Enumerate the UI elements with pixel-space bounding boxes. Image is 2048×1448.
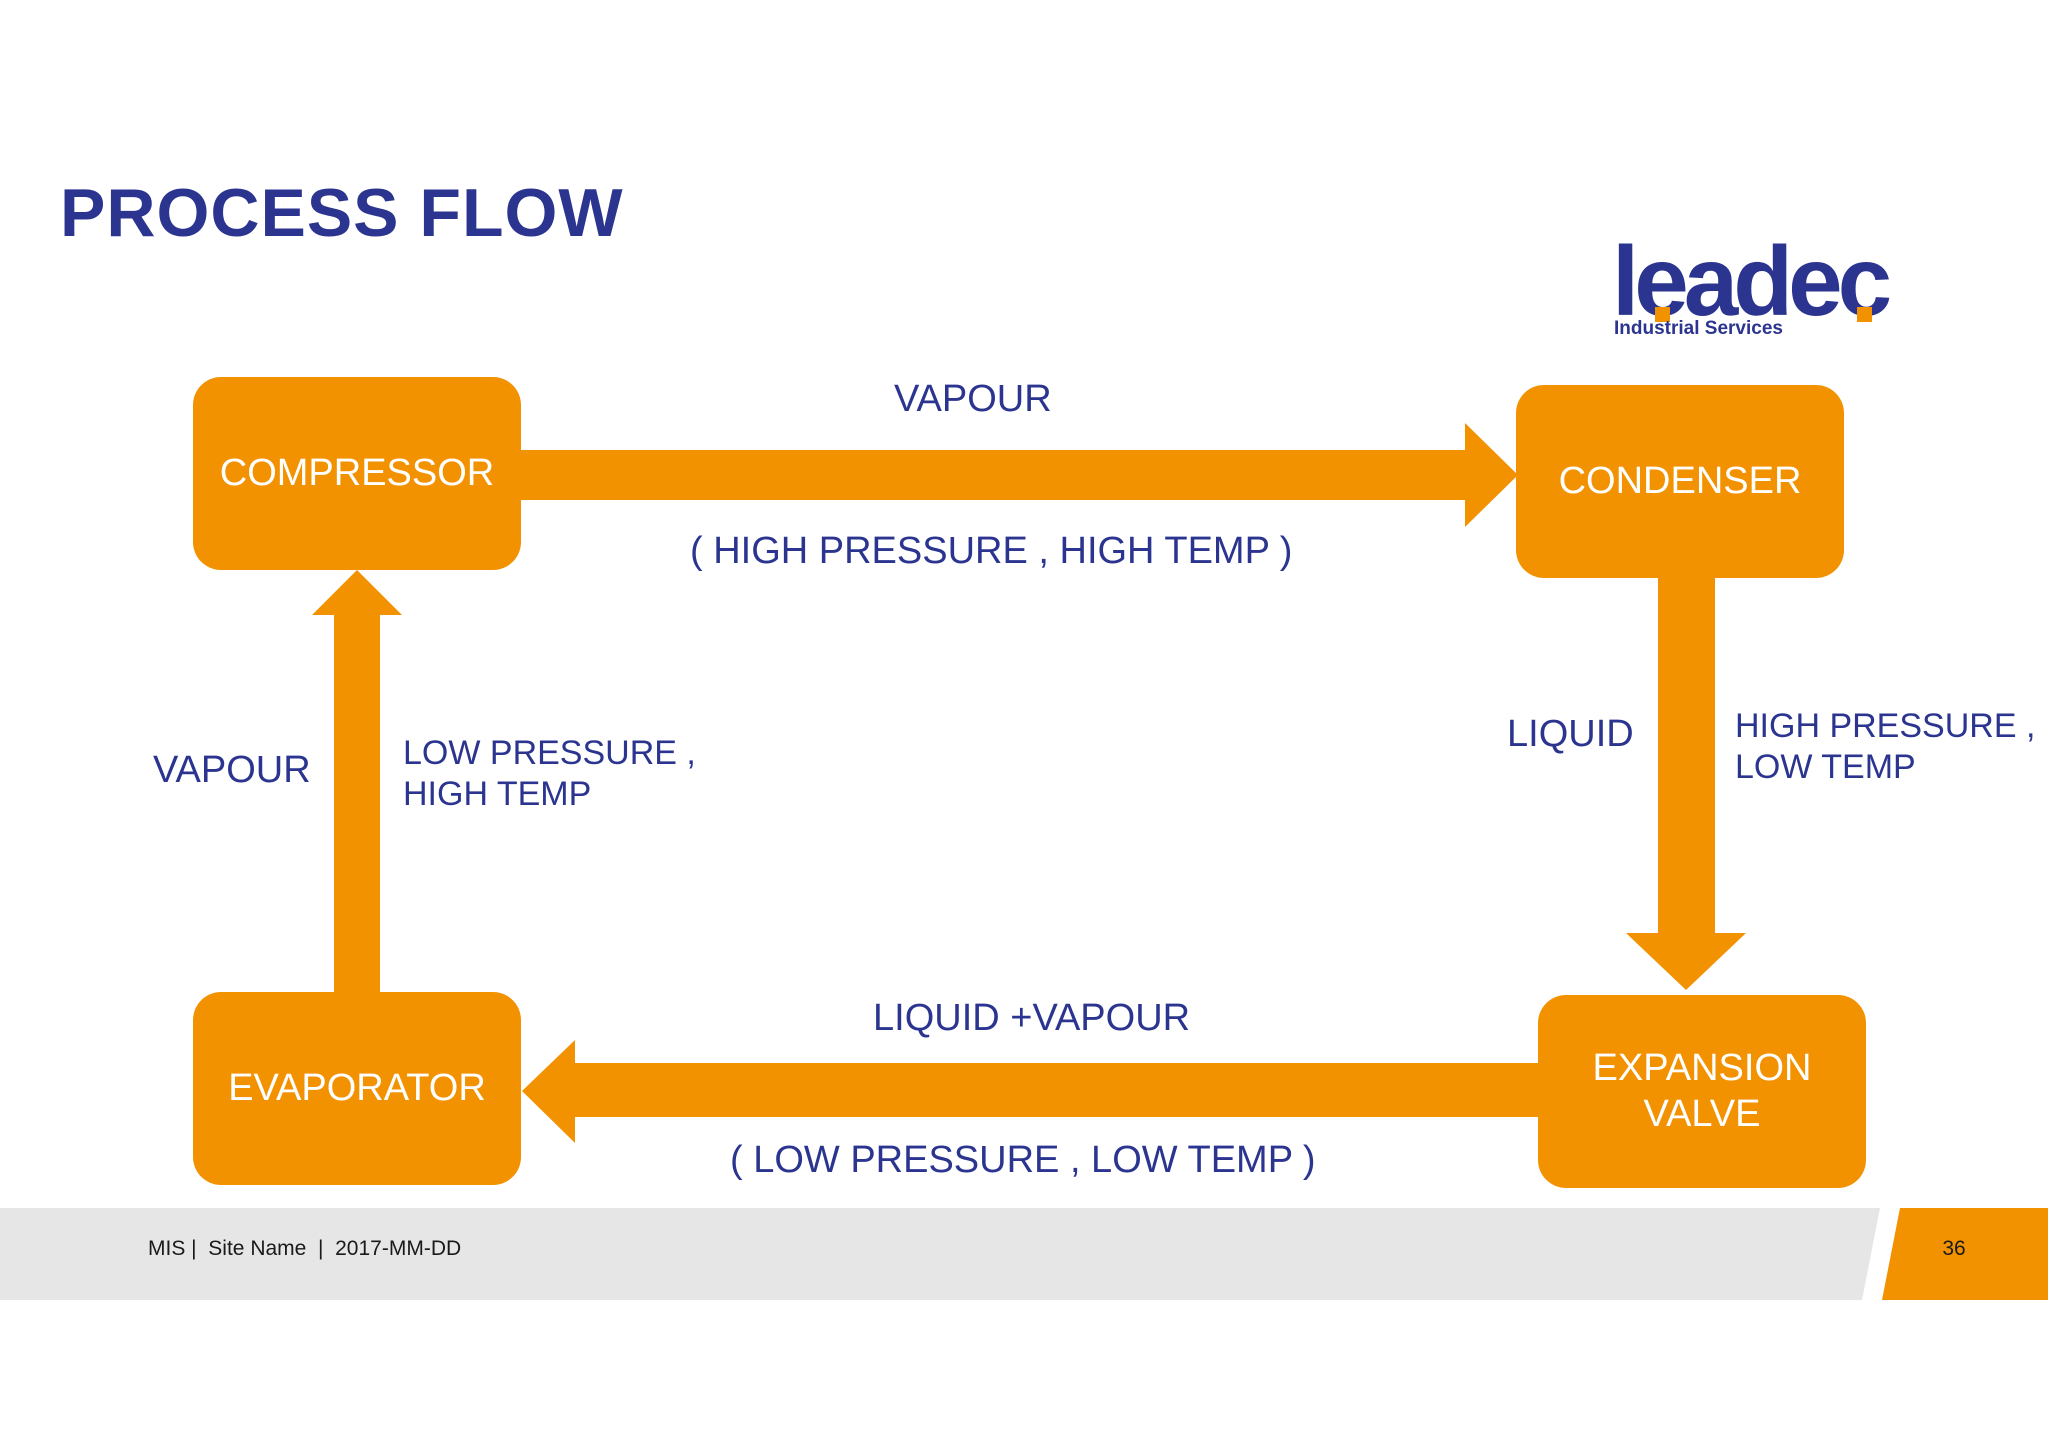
- footer-meta-text: MIS | Site Name | 2017-MM-DD: [148, 1237, 462, 1260]
- bottom-flow-state-label: LIQUID +VAPOUR: [873, 997, 1191, 1039]
- arrow-evaporator-to-compressor: [312, 570, 402, 992]
- node-condenser: CONDENSER: [1516, 385, 1844, 578]
- right-flow-condition-line2: LOW TEMP: [1735, 748, 1916, 787]
- node-expansion-valve-label-line1: EXPANSION: [1592, 1046, 1812, 1089]
- arrow-condenser-to-expansion-valve: [1626, 575, 1746, 990]
- node-condenser-label: CONDENSER: [1558, 459, 1802, 502]
- node-expansion-valve-label-line2: VALVE: [1643, 1092, 1761, 1135]
- page-number-tab: [1882, 1208, 2048, 1300]
- logo-tagline: Industrial Services: [1614, 318, 1783, 339]
- left-flow-condition-line1: LOW PRESSURE ,: [403, 734, 696, 772]
- top-flow-state-label: VAPOUR: [894, 378, 1052, 420]
- left-flow-state-label: VAPOUR: [153, 749, 311, 791]
- node-expansion-valve: EXPANSION VALVE: [1538, 995, 1866, 1188]
- left-flow-condition-line2: HIGH TEMP: [403, 775, 592, 814]
- logo-accent-mark-1: [1655, 307, 1670, 322]
- top-flow-condition-label: ( HIGH PRESSURE , HIGH TEMP ): [690, 530, 1293, 572]
- slide-title: PROCESS FLOW: [60, 175, 624, 251]
- node-evaporator: EVAPORATOR: [193, 992, 521, 1185]
- bottom-flow-condition-label: ( LOW PRESSURE , LOW TEMP ): [730, 1139, 1316, 1181]
- logo-accent-mark-2: [1857, 307, 1872, 322]
- right-flow-condition-label: HIGH PRESSURE , LOW TEMP: [1735, 706, 2035, 789]
- left-flow-condition-label: LOW PRESSURE , HIGH TEMP: [403, 733, 696, 816]
- leadec-logo: leadec Industrial Services: [1612, 232, 1912, 347]
- node-compressor-label: COMPRESSOR: [219, 451, 495, 494]
- node-compressor: COMPRESSOR: [193, 377, 521, 570]
- node-evaporator-label: EVAPORATOR: [228, 1066, 486, 1109]
- right-flow-condition-line1: HIGH PRESSURE ,: [1735, 707, 2036, 745]
- page-number: 36: [1942, 1237, 1966, 1260]
- arrow-compressor-to-condenser: [520, 423, 1518, 527]
- arrow-expansion-valve-to-evaporator: [522, 1040, 1540, 1143]
- footer-band: [0, 1208, 1880, 1300]
- right-flow-state-label: LIQUID: [1507, 713, 1634, 755]
